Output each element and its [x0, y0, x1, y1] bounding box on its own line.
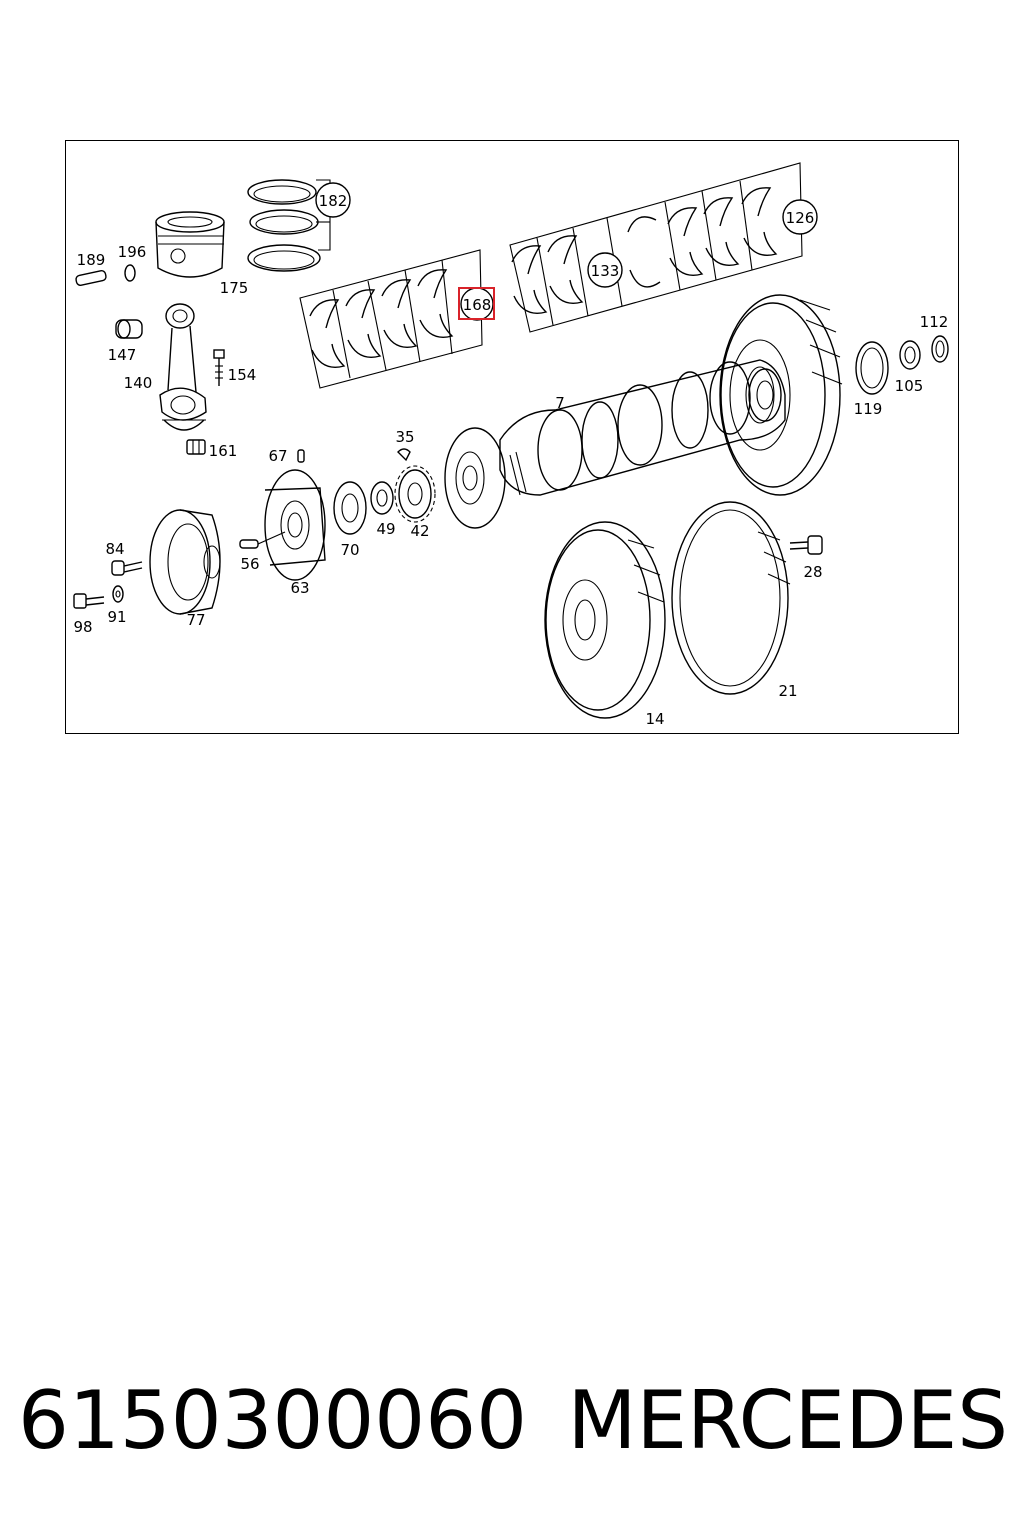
label-91[interactable]: 91 [107, 608, 126, 626]
label-21[interactable]: 21 [778, 682, 797, 700]
callout-168-highlight [458, 287, 495, 320]
label-7[interactable]: 7 [555, 394, 565, 412]
label-70[interactable]: 70 [340, 541, 359, 559]
flywheel-bolt-icon [789, 535, 823, 555]
piston-icon [155, 211, 225, 278]
part-number: 6150300060 [18, 1373, 527, 1467]
parts-diagram-frame [65, 140, 959, 734]
callout-182-circle[interactable] [315, 182, 351, 218]
piston-pin-icon [75, 270, 107, 286]
label-98[interactable]: 98 [73, 618, 92, 636]
callout-182[interactable]: 182 [319, 192, 348, 210]
label-147[interactable]: 147 [108, 346, 137, 364]
label-67[interactable]: 67 [268, 447, 287, 465]
label-14[interactable]: 14 [645, 710, 664, 728]
sprocket-icon [394, 465, 436, 523]
bearing-icon [899, 340, 921, 370]
crankshaft-icon [499, 359, 786, 496]
label-161[interactable]: 161 [209, 442, 238, 460]
label-105[interactable]: 105 [895, 377, 924, 395]
flywheel-icon [544, 521, 666, 719]
callout-126-circle[interactable] [782, 199, 818, 235]
label-49[interactable]: 49 [376, 520, 395, 538]
label-189[interactable]: 189 [77, 251, 106, 269]
label-42[interactable]: 42 [410, 522, 429, 540]
key-icon [397, 448, 411, 462]
label-112[interactable]: 112 [920, 313, 949, 331]
callout-133[interactable]: 133 [591, 262, 620, 280]
damper-hub-icon [264, 469, 326, 581]
label-28[interactable]: 28 [803, 563, 822, 581]
label-175[interactable]: 175 [220, 279, 249, 297]
flywheel-rear-icon [719, 294, 843, 496]
seal-ring-icon [855, 341, 889, 395]
label-119[interactable]: 119 [854, 400, 883, 418]
pin-icon [239, 531, 286, 549]
seal-ring-front-icon [333, 481, 367, 535]
label-140[interactable]: 140 [124, 374, 153, 392]
crankshaft-exploded-diagram: 182 175 189 196 147 140 [73, 162, 949, 728]
label-77[interactable]: 77 [186, 611, 205, 629]
label-196[interactable]: 196 [118, 243, 147, 261]
footer: 6150300060 MERCEDES [18, 1365, 1008, 1475]
pulley-icon [149, 509, 221, 615]
brand-name: MERCEDES [567, 1373, 1008, 1467]
label-63[interactable]: 63 [290, 579, 309, 597]
washer-small-icon [112, 585, 124, 603]
main-bearing-shells-icon [509, 162, 803, 333]
callout-133-circle[interactable] [587, 252, 623, 288]
ring-gear-icon [671, 501, 791, 695]
rod-bolt-icon [213, 349, 225, 386]
pulley-bolt-icon [111, 560, 143, 576]
hex-bolt-icon [73, 593, 105, 609]
label-35[interactable]: 35 [395, 428, 414, 446]
front-crank-disc-icon [444, 427, 506, 529]
callout-168[interactable]: 168 [463, 296, 492, 314]
connecting-rod-icon [159, 303, 207, 431]
label-84[interactable]: 84 [105, 540, 124, 558]
bushing-icon [115, 319, 143, 339]
washer-icon [370, 481, 394, 515]
dowel-pin-icon [297, 449, 305, 463]
spacer-ring-icon [931, 335, 949, 363]
rod-nut-icon [186, 439, 206, 455]
callout-126[interactable]: 126 [786, 209, 815, 227]
label-154[interactable]: 154 [228, 366, 257, 384]
label-56[interactable]: 56 [240, 555, 259, 573]
circlip-icon [124, 264, 136, 282]
conrod-bearing-shells-icon [299, 249, 483, 389]
